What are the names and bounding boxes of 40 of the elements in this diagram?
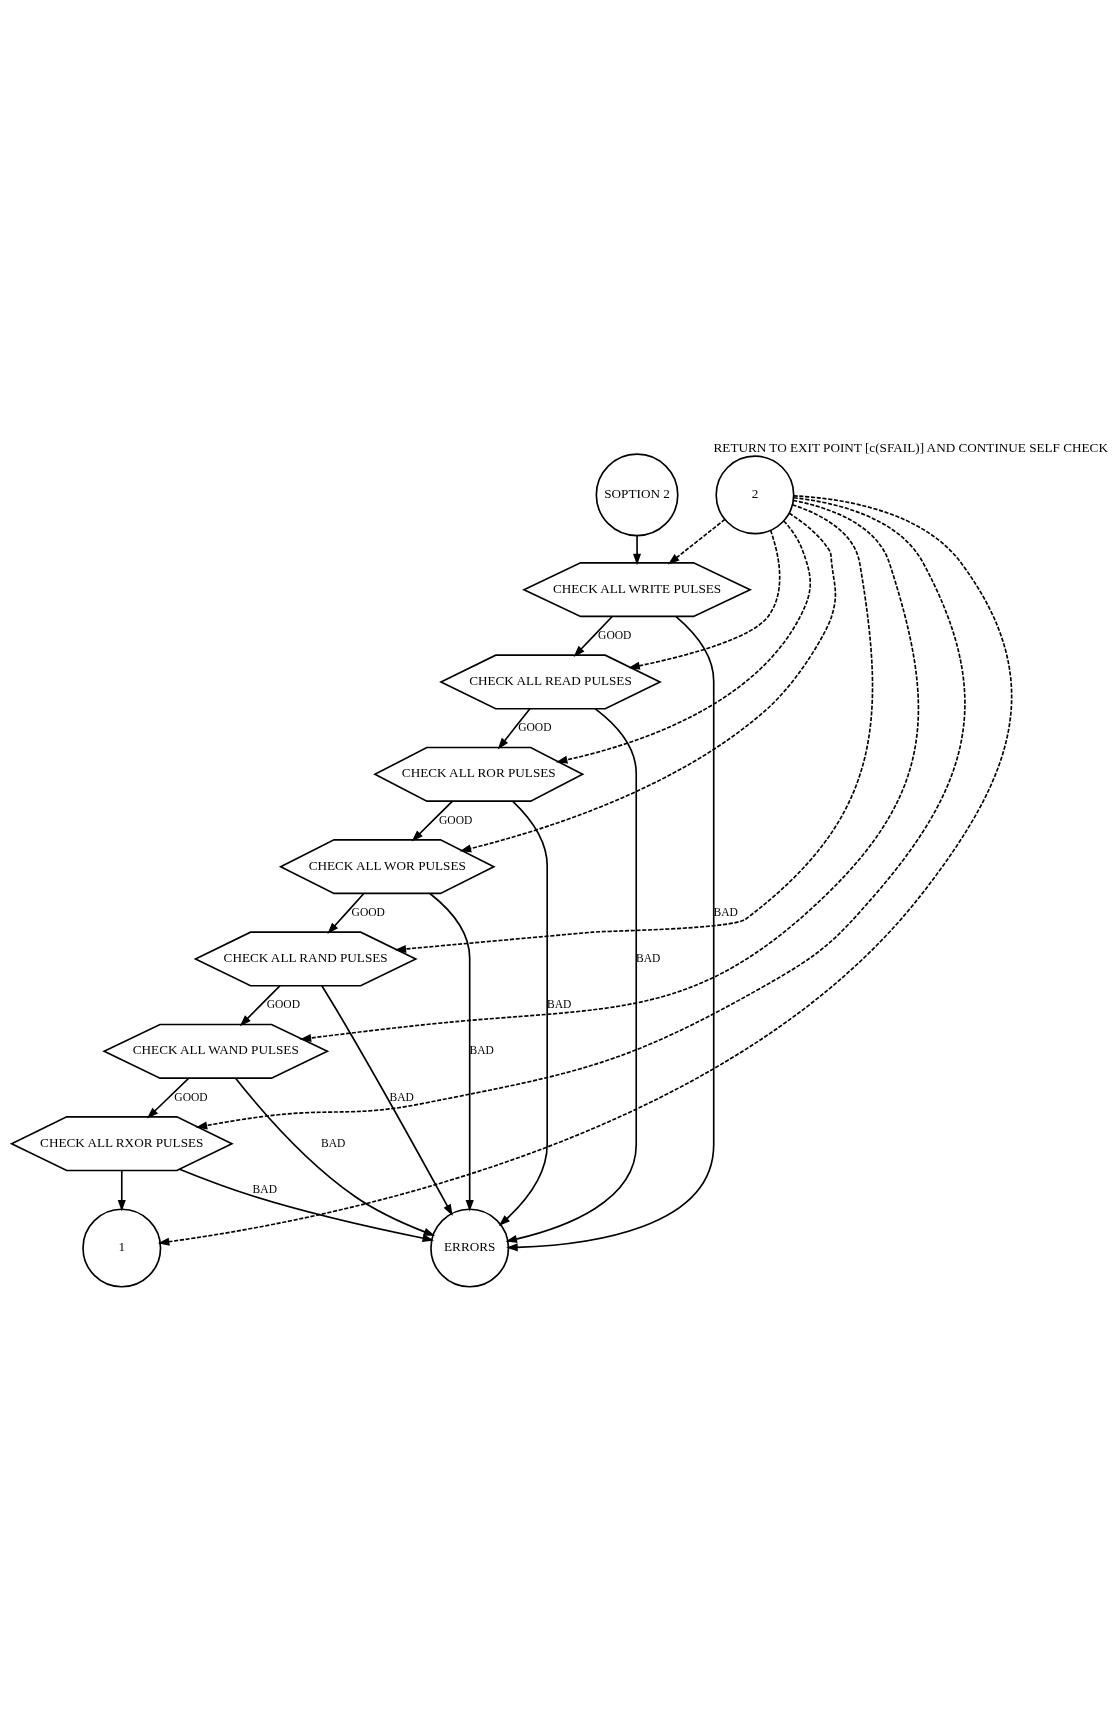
arrow [299,499,920,1042]
node-circle: 2 [715,455,795,535]
edge-label: BAD [636,952,661,965]
arrow [506,615,715,1252]
arrow [234,1077,436,1236]
arrow [321,985,453,1216]
edge-label: BAD [713,905,738,918]
edge-label: GOOD [439,813,473,826]
arrow [498,800,548,1227]
arrow [239,984,281,1027]
edge-label: BAD [389,1090,414,1103]
edge-label: GOOD [351,905,385,918]
edge-label: BAD [321,1136,346,1149]
arrow [497,707,531,750]
arrow [117,1169,126,1212]
arrow [178,1168,435,1243]
arrow [668,518,726,565]
arrow [555,520,812,764]
arrow [394,503,874,953]
arrow [429,892,474,1212]
edge-label: BAD [546,998,572,1011]
arrow [157,495,1013,1246]
arrow [411,800,454,842]
arrow [628,529,781,670]
node-circle: 1 [82,1208,162,1288]
arrow [573,615,614,657]
edge-label: BAD [469,1044,494,1057]
edge-label: GOOD [598,628,632,641]
arrow [505,708,638,1243]
edge-label: GOOD [174,1090,208,1103]
arrow [633,534,642,566]
edge-label: GOOD [266,998,301,1011]
edge-label: GOOD [518,721,552,734]
arrow [459,512,837,853]
edge-label: BAD [252,1182,277,1195]
arrow [195,496,966,1130]
arrow [327,892,365,935]
node-label: RETURN TO EXIT POINT [c(SFAIL)] AND CONTINUE SELF CHECK [713,439,1108,455]
arrow [146,1077,190,1119]
node-circle: SOPTION 2 [595,453,679,537]
